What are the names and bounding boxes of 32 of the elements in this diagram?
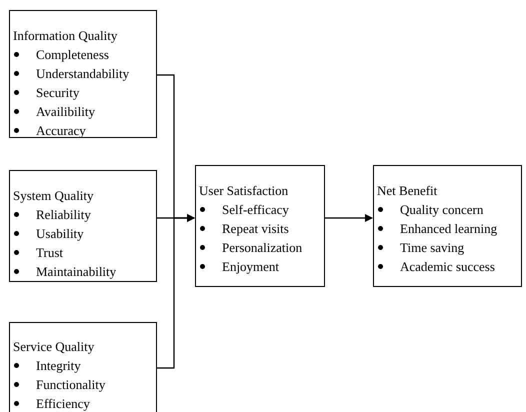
box-heading: System Quality [13, 187, 95, 205]
arrow [157, 214, 195, 369]
list-item: Availibility [36, 103, 95, 121]
list-item: Usability [36, 225, 84, 243]
list-item: Understandability [36, 65, 130, 83]
box-heading: Service Quality [13, 338, 96, 356]
arrow [325, 214, 373, 222]
list-item: Completeness [36, 46, 109, 64]
list-item: Repeat visits [222, 220, 289, 238]
list-item: Enhanced learning [400, 220, 498, 238]
box-heading: Net Benefit [377, 182, 438, 200]
list-item: Accuracy [36, 122, 86, 140]
list-item: Self-efficacy [222, 201, 289, 219]
list-item: Efficiency [36, 395, 90, 412]
list-item: Enjoyment [222, 258, 280, 276]
list-box [9, 170, 157, 282]
list-box [9, 10, 157, 138]
list-box [195, 165, 325, 287]
box-heading: User Satisfaction [199, 182, 290, 200]
list-item: Maintainability [36, 263, 116, 281]
list-item: Personalization [222, 239, 302, 257]
list-item: Quality concern [400, 201, 484, 219]
list-item: Reliability [36, 206, 91, 224]
list-box [9, 322, 157, 412]
list-item: Integrity [36, 357, 81, 375]
list-item: Trust [36, 244, 63, 262]
box-heading: Information Quality [13, 27, 118, 45]
list-item: Security [36, 84, 80, 102]
list-item: Time saving [400, 239, 464, 257]
list-item: Functionality [36, 376, 106, 394]
list-box [373, 165, 522, 287]
list-item: Academic success [400, 258, 495, 276]
